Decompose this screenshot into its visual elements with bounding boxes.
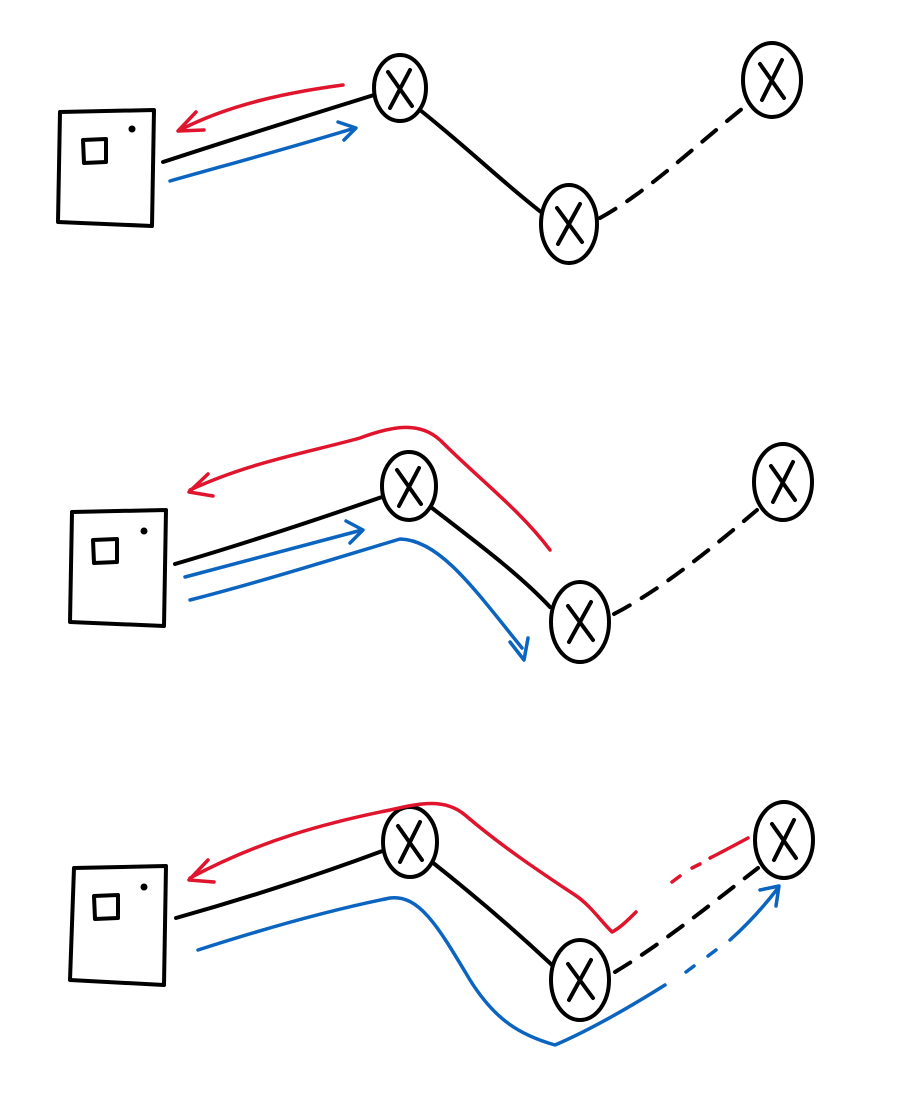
link-node1-node2 — [430, 506, 552, 609]
blue-arrow-to-node-3 — [196, 884, 781, 1047]
router-icon — [372, 53, 428, 123]
link-node1-node2 — [430, 860, 554, 967]
link-node2-node3-dashed — [613, 866, 760, 974]
link-device-node1 — [173, 494, 387, 566]
blue-arrow-to-node-2 — [188, 537, 530, 662]
router-icon — [380, 450, 438, 522]
panel-2 — [68, 425, 814, 664]
router-icon — [381, 805, 439, 879]
router-icon — [741, 41, 803, 119]
blue-arrow-to-node-1 — [183, 519, 365, 579]
link-node1-node2 — [418, 108, 543, 214]
blue-arrow-to-node-1 — [168, 120, 358, 183]
red-arrow-to-device — [187, 801, 750, 934]
red-arrow-to-device — [187, 425, 552, 552]
panel-3 — [68, 800, 815, 1047]
red-arrow-to-device — [176, 83, 345, 133]
computer-icon — [68, 508, 168, 628]
router-icon — [549, 938, 611, 1022]
router-icon — [752, 442, 814, 522]
link-node2-node3-dashed — [612, 508, 759, 616]
link-node2-node3-dashed — [598, 102, 750, 220]
link-device-node1 — [161, 93, 376, 164]
computer-icon — [56, 108, 156, 228]
router-icon — [549, 580, 611, 664]
router-icon — [753, 800, 815, 880]
panel-1 — [56, 41, 803, 265]
link-device-node1 — [174, 848, 387, 920]
router-icon — [539, 183, 599, 265]
computer-icon — [68, 864, 168, 987]
